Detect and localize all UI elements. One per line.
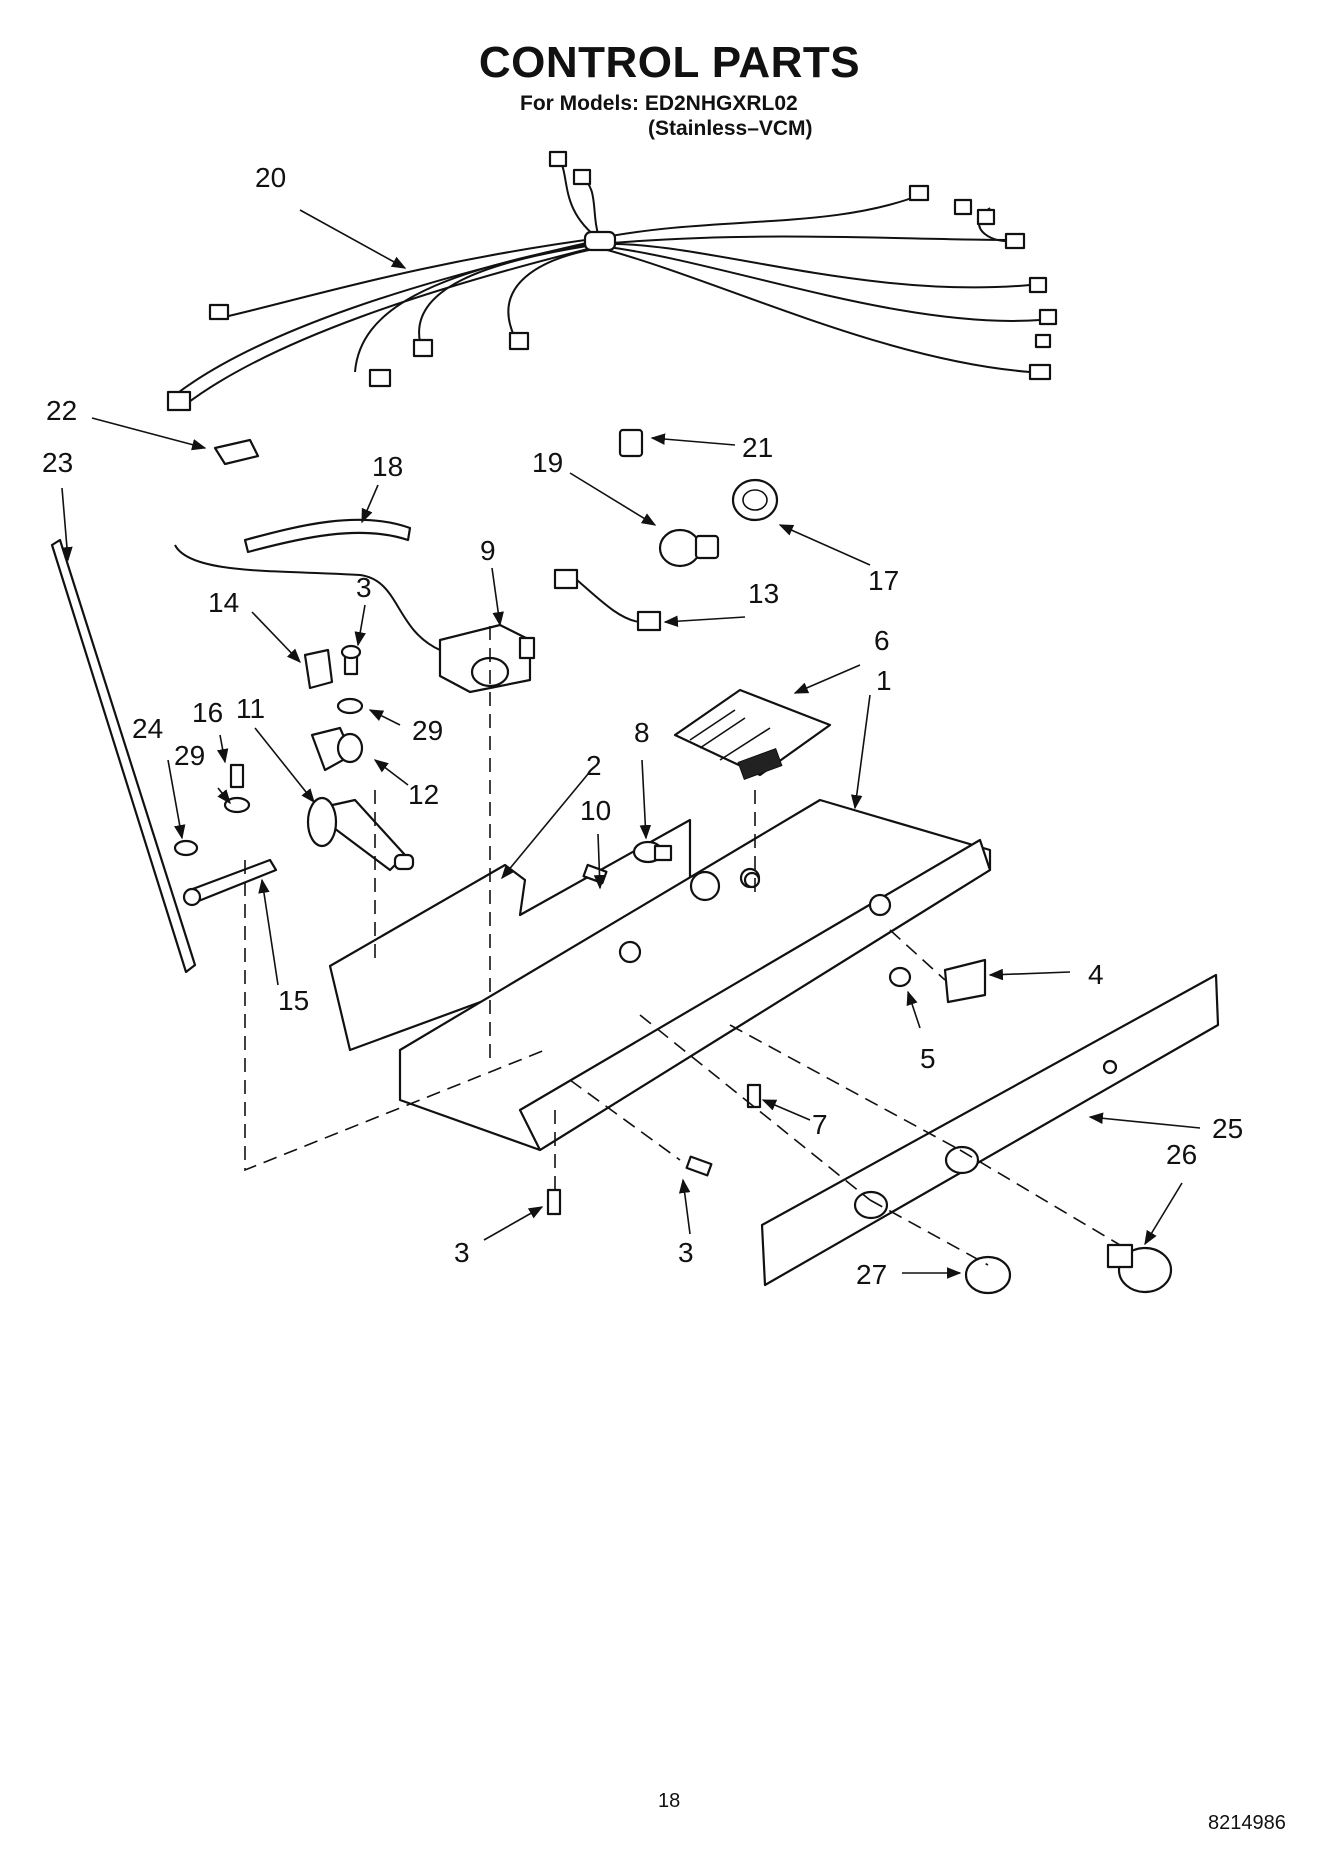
wire-jumper [553, 568, 662, 632]
damper-control [306, 796, 415, 872]
callout-3-upper: 3 [356, 572, 372, 603]
callout-5: 5 [920, 1043, 936, 1074]
screw-and-washer [173, 644, 364, 857]
alignment-lines [244, 626, 1121, 1266]
callout-16: 16 [192, 697, 223, 728]
callout-19: 19 [532, 447, 563, 478]
callout-10: 10 [580, 795, 611, 826]
callout-13: 13 [748, 578, 779, 609]
bracket-part-21 [618, 428, 644, 458]
callout-15: 15 [278, 985, 309, 1016]
callout-2: 2 [586, 750, 602, 781]
callout-4: 4 [1088, 959, 1104, 990]
control-panel-trim [760, 973, 1220, 1287]
screw-part-7 [746, 1083, 762, 1109]
callout-14: 14 [208, 587, 239, 618]
callout-3-bottom-left: 3 [454, 1237, 470, 1268]
page-title: CONTROL PARTS [478, 38, 861, 87]
tube [243, 518, 412, 554]
control-board [673, 688, 832, 780]
control-housing [398, 798, 992, 1152]
callout-27: 27 [856, 1259, 887, 1290]
callout-24: 24 [132, 713, 163, 744]
variant-line: (Stainless–VCM) [648, 117, 813, 140]
callout-7: 7 [812, 1109, 828, 1140]
callout-11: 11 [236, 693, 265, 724]
callout-12: 12 [408, 779, 439, 810]
button-part-5 [888, 966, 912, 988]
bracket-part-14 [303, 648, 334, 690]
callout-6: 6 [874, 625, 890, 656]
callout-labels: 20 22 23 21 19 18 17 9 3 14 13 6 1 29 24… [42, 162, 1243, 1290]
knobs [964, 1243, 1173, 1295]
bracket-part-12 [310, 726, 364, 772]
light-bulb [658, 528, 720, 568]
plug-part-8 [632, 840, 673, 864]
models-line: For Models: ED2NHGXRL02 [520, 92, 798, 115]
callout-22: 22 [46, 395, 77, 426]
callout-25: 25 [1212, 1113, 1243, 1144]
clip-part-22 [213, 438, 260, 466]
callout-20: 20 [255, 162, 286, 193]
callout-3-bottom-right: 3 [678, 1237, 694, 1268]
lever-arm [182, 858, 278, 907]
callout-1: 1 [876, 665, 892, 696]
callout-9: 9 [480, 535, 496, 566]
callout-17: 17 [868, 565, 899, 596]
callout-21: 21 [742, 432, 773, 463]
callout-18: 18 [372, 451, 403, 482]
callout-29-left: 29 [174, 740, 205, 771]
callout-8: 8 [634, 717, 650, 748]
page-number: 18 [658, 1790, 681, 1812]
leader-arrows [61, 209, 1201, 1279]
document-number: 8214986 [1208, 1812, 1286, 1834]
callout-23: 23 [42, 447, 73, 478]
callout-26: 26 [1166, 1139, 1197, 1170]
callout-29-right: 29 [412, 715, 443, 746]
lamp-socket [731, 478, 779, 522]
wiring-harness [166, 150, 1058, 412]
rod [50, 538, 197, 974]
switch [943, 958, 987, 1004]
bottom-screws [546, 1155, 713, 1216]
